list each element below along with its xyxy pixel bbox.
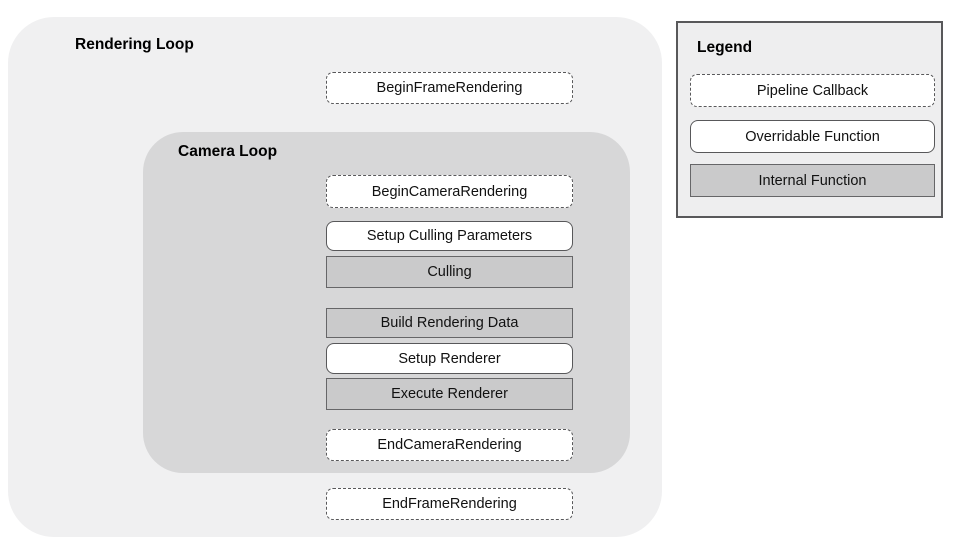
box-begin-frame-rendering: BeginFrameRendering — [326, 72, 573, 104]
box-begin-camera-rendering: BeginCameraRendering — [326, 175, 573, 208]
box-setup-culling-parameters: Setup Culling Parameters — [326, 221, 573, 251]
box-end-camera-rendering: EndCameraRendering — [326, 429, 573, 461]
box-culling: Culling — [326, 256, 573, 288]
legend-item-overridable-function: Overridable Function — [690, 120, 935, 153]
box-setup-renderer: Setup Renderer — [326, 343, 573, 374]
box-execute-renderer: Execute Renderer — [326, 378, 573, 410]
box-end-frame-rendering: EndFrameRendering — [326, 488, 573, 520]
legend-panel: Legend Pipeline Callback Overridable Fun… — [676, 21, 943, 218]
legend-item-pipeline-callback: Pipeline Callback — [690, 74, 935, 107]
box-build-rendering-data: Build Rendering Data — [326, 308, 573, 338]
rendering-loop-label: Rendering Loop — [75, 36, 194, 53]
legend-item-internal-function: Internal Function — [690, 164, 935, 197]
legend-title: Legend — [697, 39, 753, 56]
camera-loop-label: Camera Loop — [178, 143, 278, 160]
